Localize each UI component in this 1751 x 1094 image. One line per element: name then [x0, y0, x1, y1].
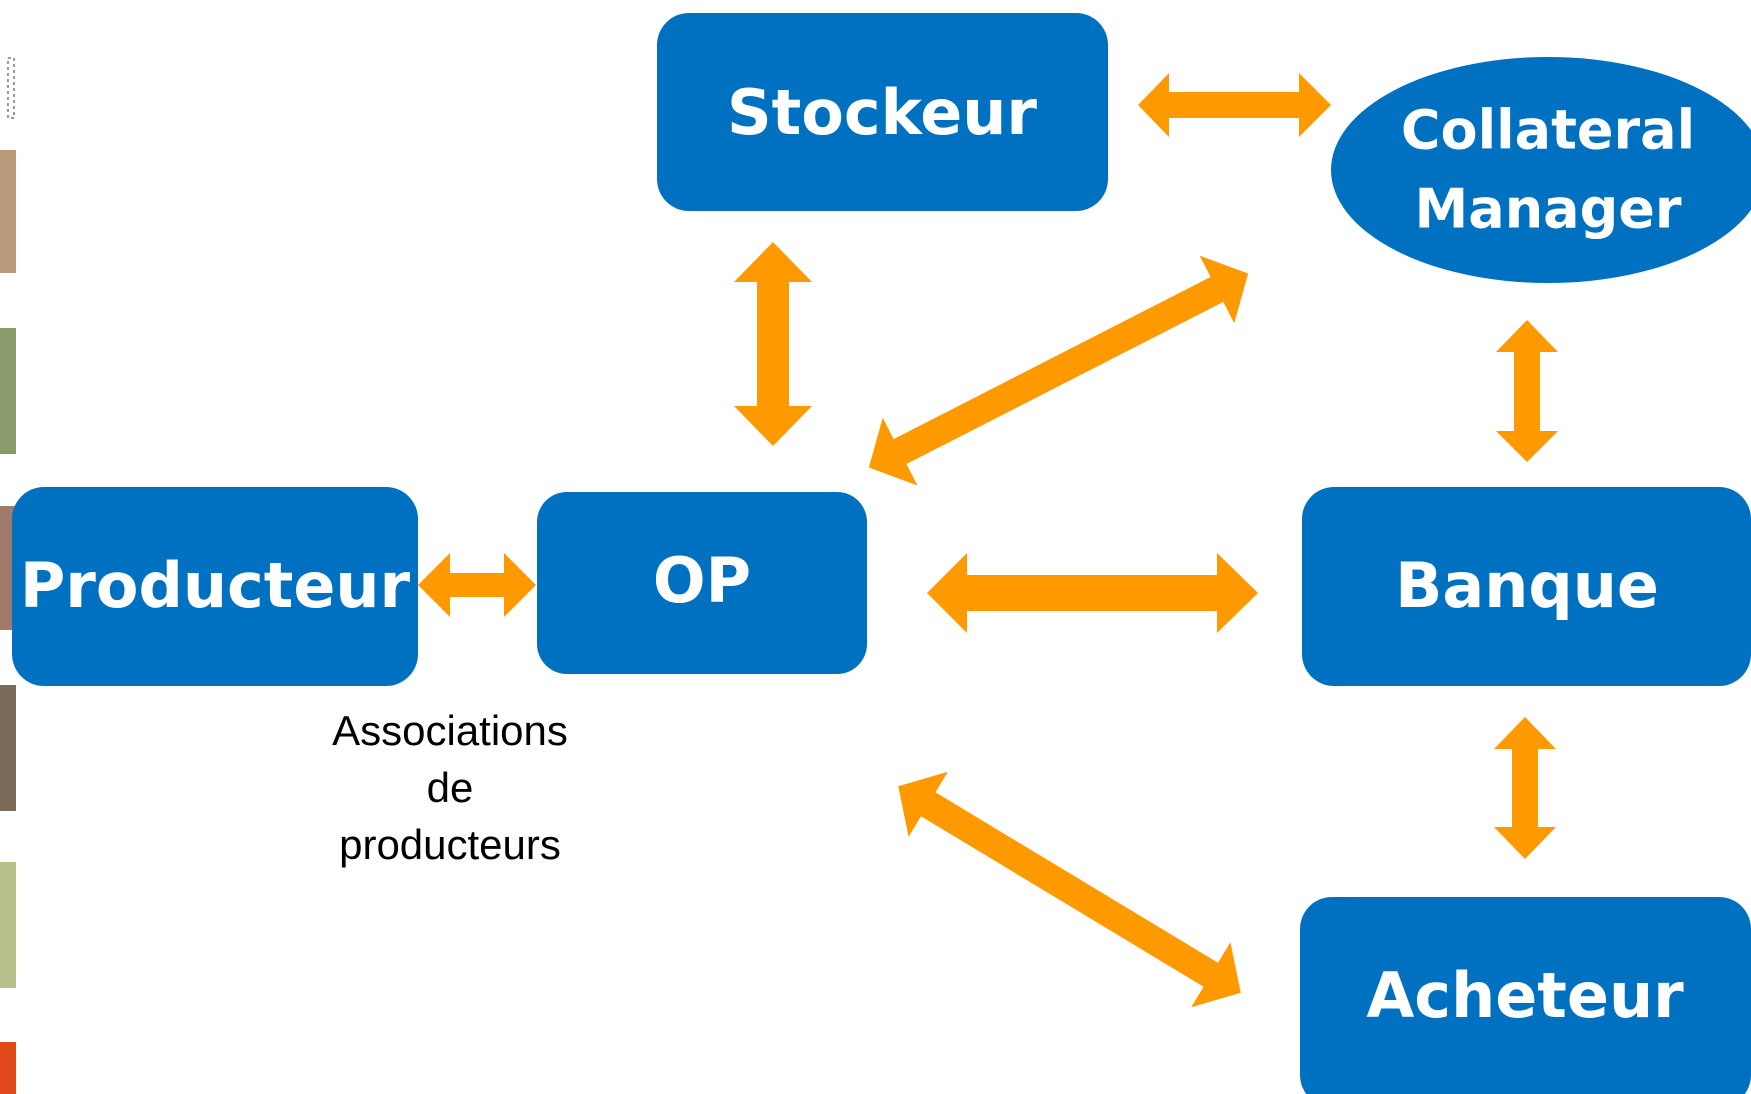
node-banque: Banque: [1302, 487, 1751, 686]
op-caption-line3: producteurs: [339, 821, 561, 868]
node-producteur-label: Producteur: [20, 549, 411, 622]
op-caption-line2: de: [427, 764, 474, 811]
arrow-stockeur-op: [734, 242, 812, 446]
node-stockeur-label: Stockeur: [727, 76, 1037, 149]
node-collateral-manager-label-line2: Manager: [1415, 178, 1682, 241]
node-producteur-box: [12, 487, 418, 686]
node-acheteur-label: Acheteur: [1366, 959, 1684, 1032]
node-acheteur: Acheteur: [1300, 897, 1751, 1094]
arrow-collateral-banque: [1496, 320, 1558, 462]
arrow-banque-acheteur: [1494, 717, 1556, 859]
sidebar-thumbnail-6: [0, 1042, 16, 1094]
node-collateral-manager-label-line1: Collateral: [1401, 99, 1695, 162]
node-stockeur: Stockeur: [657, 13, 1108, 211]
node-stockeur-box: [657, 13, 1108, 211]
sidebar-thumbnail-2: [0, 328, 16, 454]
node-collateral-manager-ellipse: [1331, 57, 1751, 283]
node-banque-label: Banque: [1395, 549, 1659, 622]
thumbnail-scroll-indicator: [7, 57, 15, 119]
node-collateral-manager: Collateral Manager: [1331, 57, 1751, 283]
sidebar-thumbnail-5: [0, 862, 16, 988]
op-caption-line1: Associations: [332, 707, 568, 754]
op-caption: Associations de producteurs: [332, 707, 568, 868]
arrow-op-collateral: [868, 255, 1249, 486]
node-acheteur-box: [1300, 897, 1751, 1094]
node-op-box: [537, 492, 867, 674]
node-op-label: OP: [653, 544, 751, 617]
sidebar-thumbnail-4: [0, 685, 16, 811]
arrow-stockeur-collateral: [1138, 73, 1331, 137]
arrow-op-banque: [927, 553, 1258, 633]
node-producteur: Producteur: [12, 487, 418, 686]
arrow-op-acheteur: [898, 771, 1241, 1008]
node-banque-box: [1302, 487, 1751, 686]
arrow-producteur-op: [418, 553, 536, 617]
sidebar-thumbnail-1: [0, 150, 16, 273]
arrows: [418, 73, 1558, 1008]
node-op: OP: [537, 492, 867, 674]
